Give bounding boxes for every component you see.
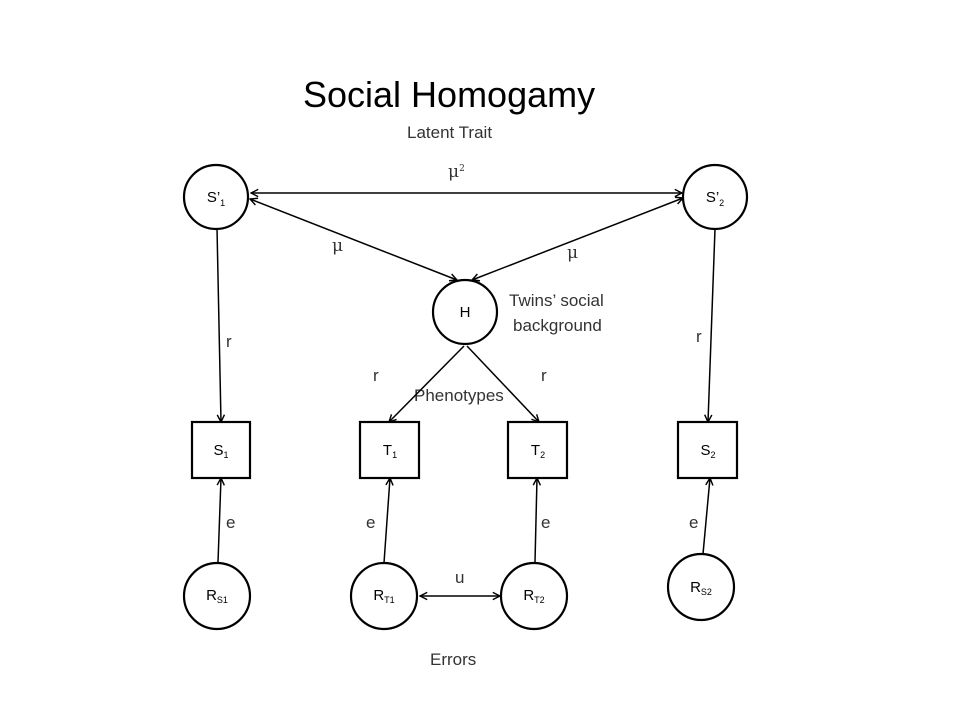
svg-text:S’2: S’2 bbox=[706, 189, 724, 208]
node-rs2-sub: S2 bbox=[701, 587, 712, 597]
svg-text:T1: T1 bbox=[383, 442, 397, 460]
node-rt2: RT2 bbox=[499, 561, 569, 631]
edge-s2p-h bbox=[472, 198, 683, 280]
node-t2-main: T bbox=[531, 442, 540, 459]
node-s1-prime-sub: 1 bbox=[220, 198, 225, 208]
node-s1-sub: 1 bbox=[224, 450, 229, 460]
edge-label-e-s1: e bbox=[226, 513, 235, 532]
node-t1-sub: 1 bbox=[392, 450, 397, 460]
edge-rs2-s2 bbox=[702, 478, 710, 555]
edges bbox=[216, 193, 716, 596]
background-label-line1: Twins’ social bbox=[509, 291, 604, 310]
background-label-line2: background bbox=[513, 316, 602, 335]
node-rs1-sub: S1 bbox=[217, 595, 228, 605]
node-h-main: H bbox=[460, 304, 471, 321]
svg-text:RT2: RT2 bbox=[523, 587, 544, 605]
node-s1-prime: S’1 bbox=[182, 163, 250, 231]
node-rt1-sub: T1 bbox=[384, 595, 395, 605]
edge-label-e-s2: e bbox=[689, 513, 698, 532]
node-rs1: RS1 bbox=[182, 561, 252, 631]
node-t2-sub: 2 bbox=[540, 450, 545, 460]
svg-text:RS2: RS2 bbox=[690, 579, 712, 597]
node-rt2-main: R bbox=[523, 587, 534, 604]
svg-text:RT1: RT1 bbox=[373, 587, 394, 605]
node-rt1-main: R bbox=[373, 587, 384, 604]
edge-label-e-t1: e bbox=[366, 513, 375, 532]
phenotypes-label: Phenotypes bbox=[414, 386, 504, 405]
node-rs2-main: R bbox=[690, 579, 701, 596]
edge-rs1-s1 bbox=[218, 478, 221, 563]
mu-squared-exponent: 2 bbox=[459, 164, 465, 174]
errors-label: Errors bbox=[430, 650, 476, 669]
edge-label-mu-right: μ bbox=[567, 243, 578, 263]
node-s2-main: S bbox=[700, 442, 710, 459]
node-s2: S2 bbox=[676, 420, 739, 480]
edge-h-t2 bbox=[466, 345, 539, 422]
node-h: H bbox=[431, 278, 499, 346]
diagram-title: Social Homogamy bbox=[303, 74, 595, 115]
edge-s1p-h bbox=[250, 199, 457, 280]
node-rt1: RT1 bbox=[349, 561, 419, 631]
edge-label-u: u bbox=[455, 568, 464, 587]
node-t1-main: T bbox=[383, 442, 392, 459]
node-t1: T1 bbox=[358, 420, 421, 480]
mu-squared-base: μ bbox=[448, 162, 459, 182]
node-s2-prime: S’2 bbox=[681, 163, 749, 231]
svg-text:T2: T2 bbox=[531, 442, 545, 460]
edge-label-r-t1: r bbox=[373, 366, 379, 385]
node-rt2-sub: T2 bbox=[534, 595, 545, 605]
edge-h-t1 bbox=[389, 345, 465, 422]
svg-text:S’1: S’1 bbox=[207, 189, 225, 208]
edge-s2p-s2 bbox=[708, 228, 716, 422]
node-s2-sub: 2 bbox=[711, 450, 716, 460]
node-s2-prime-main: S’ bbox=[706, 189, 719, 206]
node-s1-main: S bbox=[213, 442, 223, 459]
node-rs1-main: R bbox=[206, 587, 217, 604]
svg-text:RS1: RS1 bbox=[206, 587, 228, 605]
edge-label-r-s2: r bbox=[696, 327, 702, 346]
edge-label-e-t2: e bbox=[541, 513, 550, 532]
node-s1-prime-main: S’ bbox=[207, 189, 220, 206]
edge-rt2-t2 bbox=[535, 478, 537, 563]
edge-label-r-s1: r bbox=[226, 332, 232, 351]
edge-label-r-t2: r bbox=[541, 366, 547, 385]
edge-rt1-t1 bbox=[383, 478, 390, 564]
node-t2: T2 bbox=[506, 420, 569, 480]
edge-label-mu-left: μ bbox=[332, 236, 343, 256]
node-s2-prime-sub: 2 bbox=[719, 198, 724, 208]
svg-text:S1: S1 bbox=[213, 442, 228, 460]
svg-text:S2: S2 bbox=[700, 442, 715, 460]
latent-trait-label: Latent Trait bbox=[407, 123, 492, 142]
node-rs2: RS2 bbox=[666, 552, 736, 622]
edge-label-mu-squared: μ2 bbox=[448, 162, 465, 182]
edge-s1p-s1 bbox=[216, 227, 221, 422]
node-s1: S1 bbox=[190, 420, 252, 480]
edge-labels: μ2 μ μ r r r r e e e e u bbox=[226, 162, 702, 587]
